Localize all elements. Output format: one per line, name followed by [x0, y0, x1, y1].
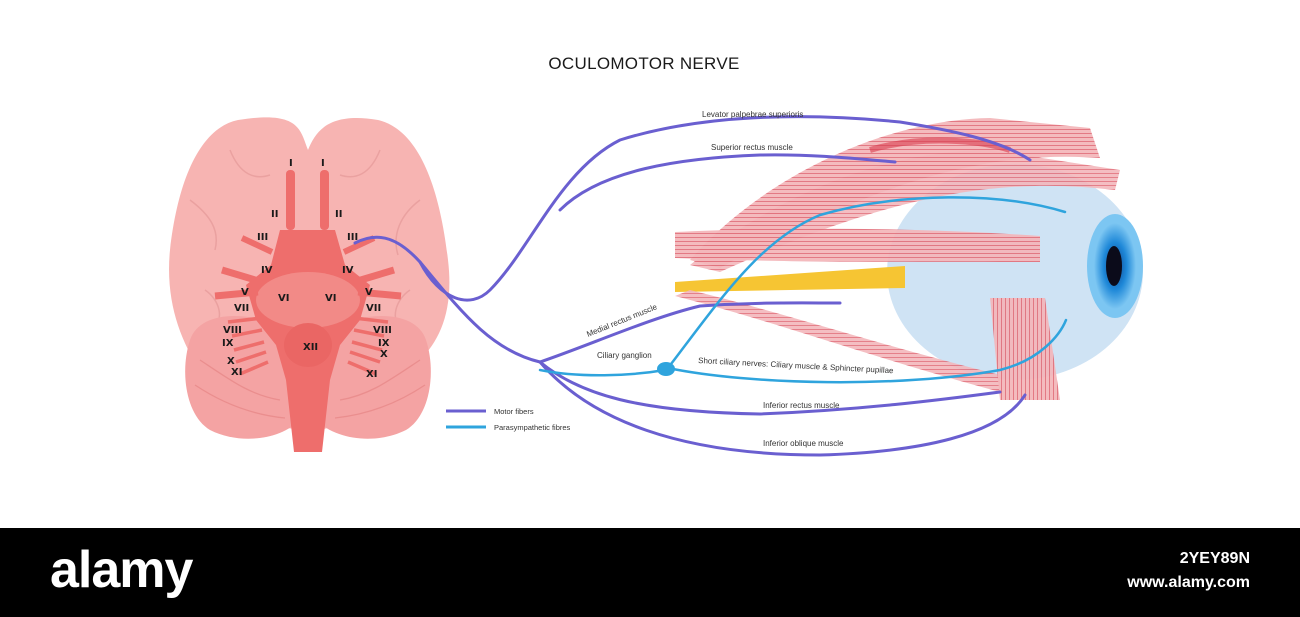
label-inferior-oblique: Inferior oblique muscle — [763, 439, 844, 448]
cerebellum-left — [185, 316, 300, 439]
short-ciliary-nerve-lower — [666, 318, 1068, 384]
superior-rectus-nerve — [558, 153, 897, 212]
inferior-oblique-muscle — [990, 298, 1060, 400]
cn-VIII-left: VIII — [223, 325, 242, 336]
eyeball — [887, 164, 1143, 380]
parasympathetic-fibers — [538, 196, 1068, 384]
cn-III-left: III — [257, 232, 268, 243]
inferior-rectus-muscle — [675, 290, 1000, 392]
ciliary-ganglion-node — [657, 362, 675, 376]
cn-XI-right: XI — [366, 369, 377, 380]
label-ciliary-ganglion: Ciliary ganglion — [597, 351, 652, 360]
medial-rectus-nerve — [418, 260, 842, 364]
cn-I-right: I — [321, 158, 325, 169]
label-levator: Levator palpebrae superioris — [702, 110, 803, 119]
cn-VI-left: VI — [278, 293, 289, 304]
anatomy-illustration: I I II II III III IV IV V V VI VI VII VI… — [169, 110, 1143, 457]
label-superior-rectus: Superior rectus muscle — [711, 143, 793, 152]
cn-IV-right: IV — [342, 265, 354, 276]
cn-III-right: III — [347, 232, 358, 243]
short-ciliary-nerve-upper — [666, 196, 1067, 370]
cn-IX-right: IX — [378, 338, 390, 349]
cn-IV-left: IV — [261, 265, 273, 276]
diagram-area: OCULOMOTOR NERVE — [169, 54, 1143, 457]
cn-V-left: V — [241, 287, 249, 298]
cn-X-left: X — [227, 356, 235, 367]
yellow-band — [675, 266, 905, 292]
cn-XII: XII — [303, 342, 318, 353]
cn-I-left: I — [289, 158, 293, 169]
alamy-logo: alamy — [50, 541, 193, 599]
watermark-bar: alamy 2YEY89N www.alamy.com — [0, 528, 1300, 617]
motor-fibers — [353, 115, 1032, 457]
inferior-oblique-nerve — [538, 360, 1027, 457]
cn-II-left: II — [271, 209, 278, 220]
cn-VIII-right: VIII — [373, 325, 392, 336]
cn-X-right: X — [380, 349, 388, 360]
diagram-title: OCULOMOTOR NERVE — [548, 54, 740, 73]
legend: Motor fibers Parasympathetic fibres — [446, 407, 571, 432]
cn-VII-left: VII — [234, 303, 249, 314]
label-inferior-rectus: Inferior rectus muscle — [763, 401, 840, 410]
image-id: 2YEY89N — [1179, 550, 1250, 567]
cn-XI-left: XI — [231, 367, 242, 378]
site-url: www.alamy.com — [1127, 574, 1250, 591]
cerebellum-right — [316, 316, 431, 439]
parasympathetic-root — [538, 368, 667, 377]
cn-V-right: V — [365, 287, 373, 298]
medial-rectus-muscle — [675, 228, 1040, 262]
cranial-nerve-labels: I I II II III III IV IV V V VI VI VII VI… — [222, 158, 392, 380]
legend-motor-label: Motor fibers — [494, 407, 534, 416]
cn-II-right: II — [335, 209, 342, 220]
cn-VII-right: VII — [366, 303, 381, 314]
brain-illustration — [169, 117, 450, 452]
superior-rectus-muscle — [690, 150, 1120, 272]
inferior-rectus-nerve — [538, 360, 1002, 416]
cn-IX-left: IX — [222, 338, 234, 349]
label-short-ciliary: Short ciliary nerves: Ciliary muscle & S… — [698, 356, 894, 375]
pupil — [1106, 246, 1122, 286]
legend-parasympathetic-label: Parasympathetic fibres — [494, 423, 571, 432]
cn-VI-right: VI — [325, 293, 336, 304]
